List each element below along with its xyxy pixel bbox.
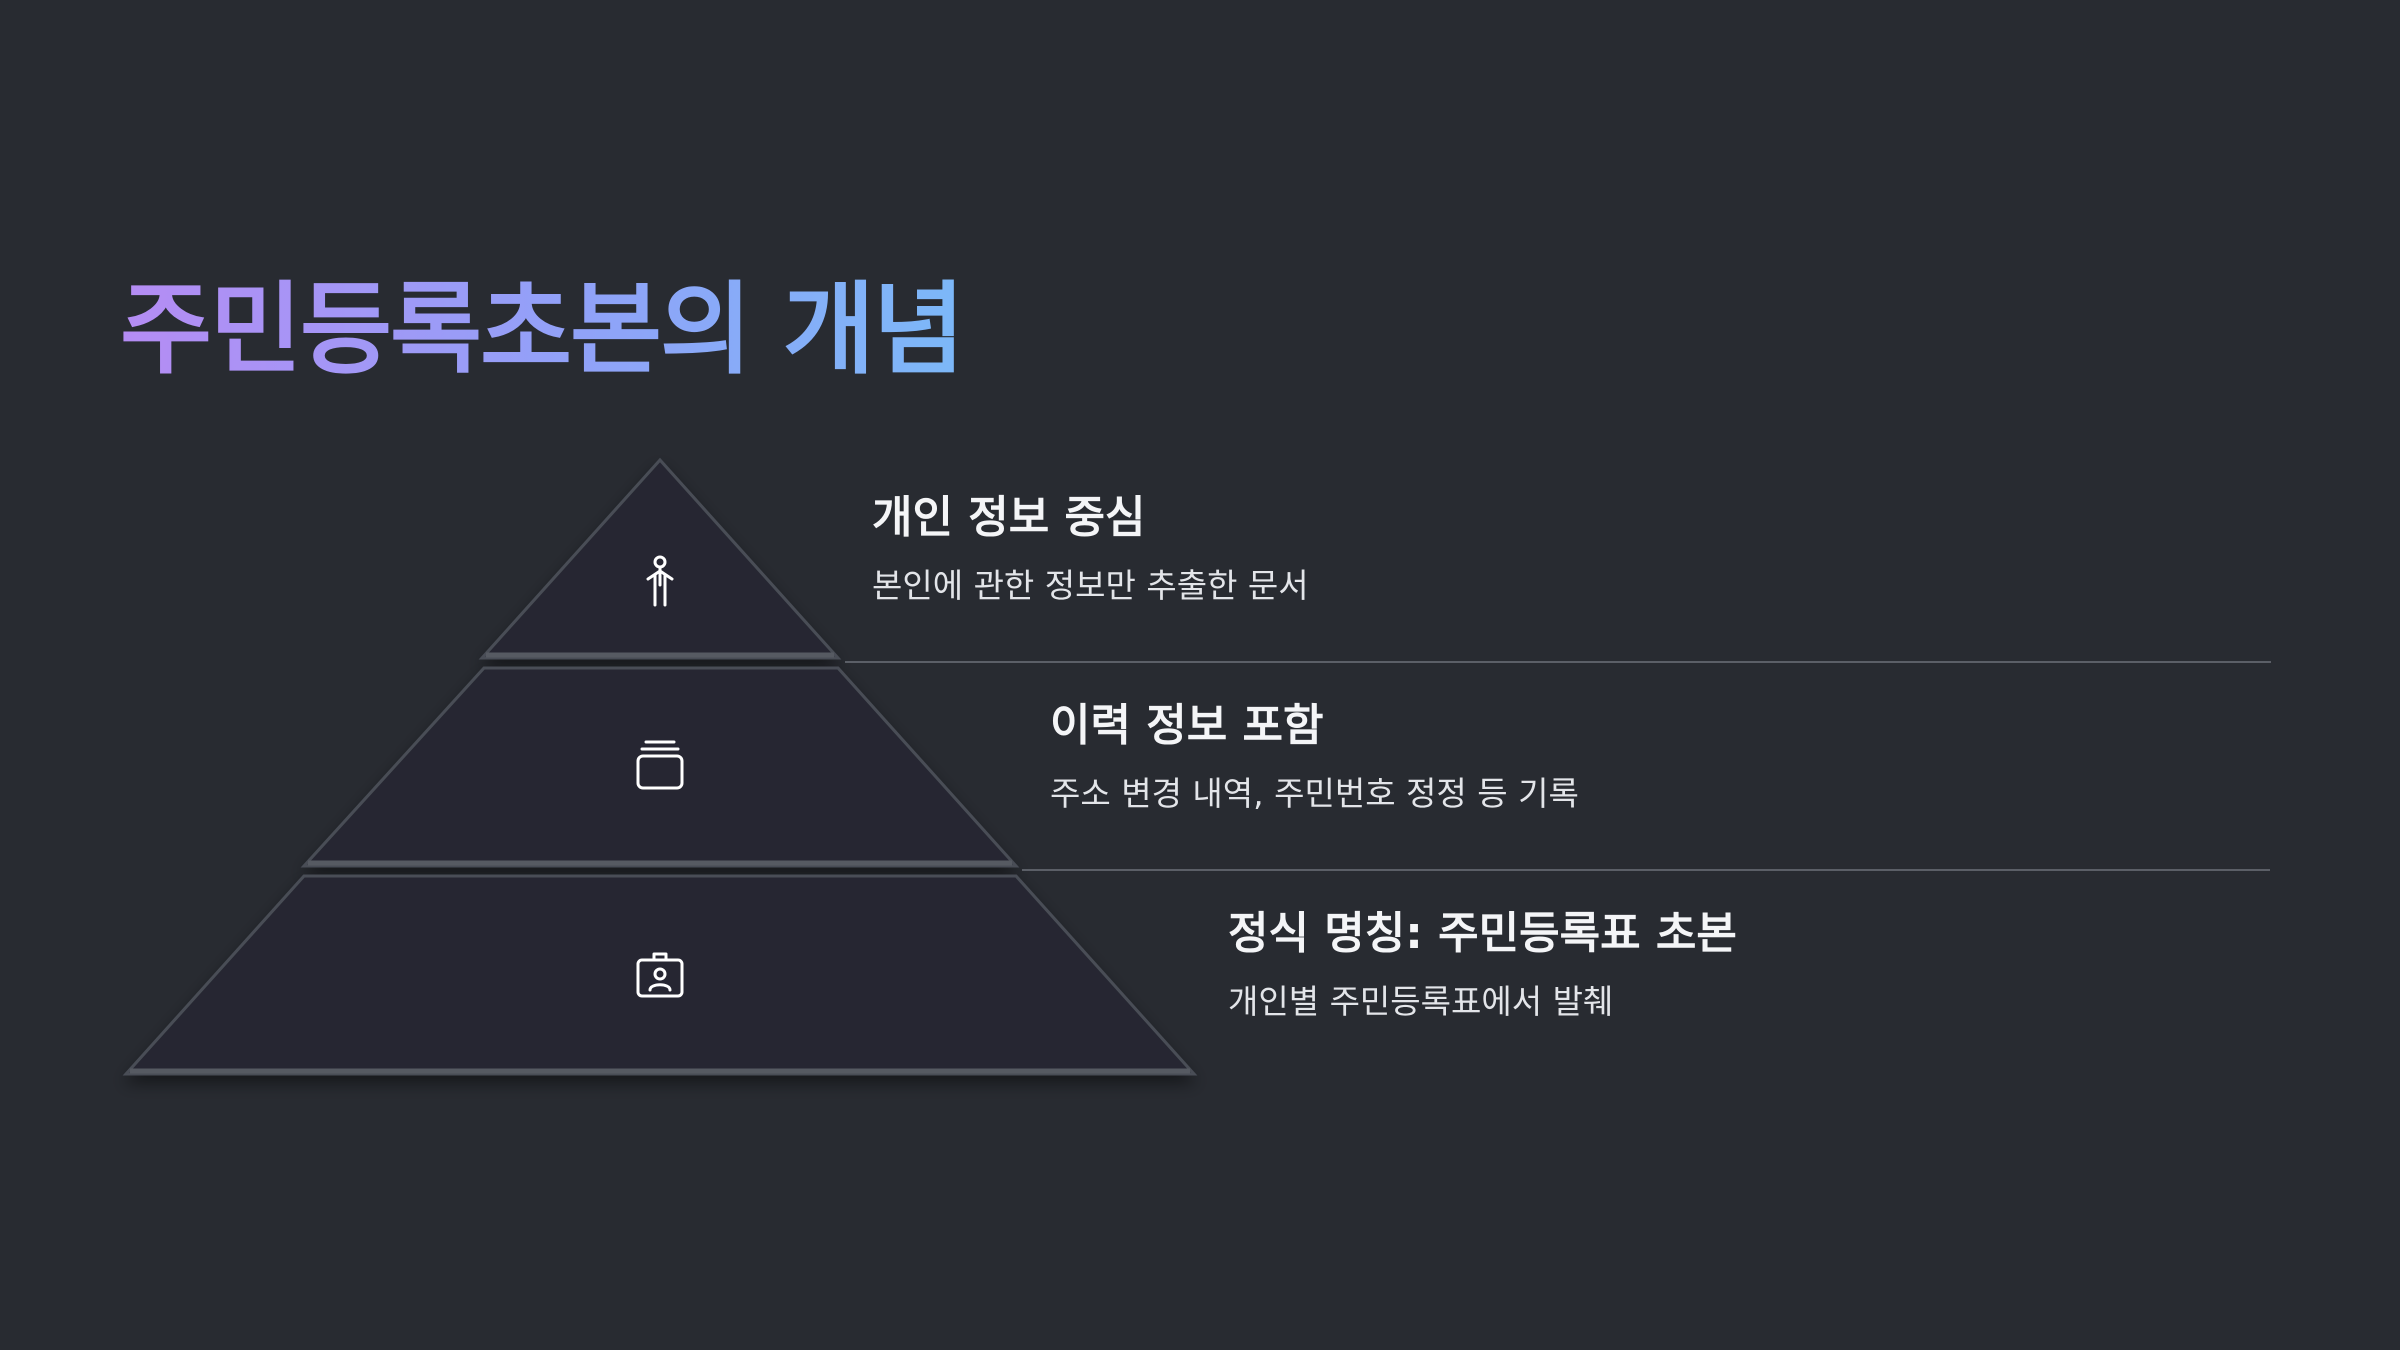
id-card-icon	[632, 948, 688, 1004]
divider-1	[845, 661, 2271, 663]
level-1-title: 개인 정보 중심	[872, 492, 1146, 543]
pyramid-tier-1	[478, 457, 842, 660]
level-1: 개인 정보 중심 본인에 관한 정보만 추출한 문서	[872, 490, 1309, 608]
level-3-title: 정식 명칭: 주민등록표 초본	[1228, 908, 1737, 959]
pyramid-tier-2	[300, 666, 1020, 868]
level-2-title: 이력 정보 포함	[1050, 700, 1324, 751]
level-3-description: 개인별 주민등록표에서 발췌	[1228, 982, 1614, 1021]
slide-title: 주민등록초본의 개념	[120, 271, 965, 388]
pyramid-tier-3	[122, 874, 1198, 1076]
level-1-description: 본인에 관한 정보만 추출한 문서	[872, 566, 1309, 605]
level-2: 이력 정보 포함 주소 변경 내역, 주민번호 정정 등 기록	[1050, 698, 1579, 816]
level-2-description: 주소 변경 내역, 주민번호 정정 등 기록	[1050, 774, 1579, 813]
divider-2	[1022, 869, 2270, 871]
person-icon	[632, 555, 688, 611]
stacked-cards-icon	[632, 737, 688, 793]
level-3: 정식 명칭: 주민등록표 초본 개인별 주민등록표에서 발췌	[1228, 906, 1737, 1024]
